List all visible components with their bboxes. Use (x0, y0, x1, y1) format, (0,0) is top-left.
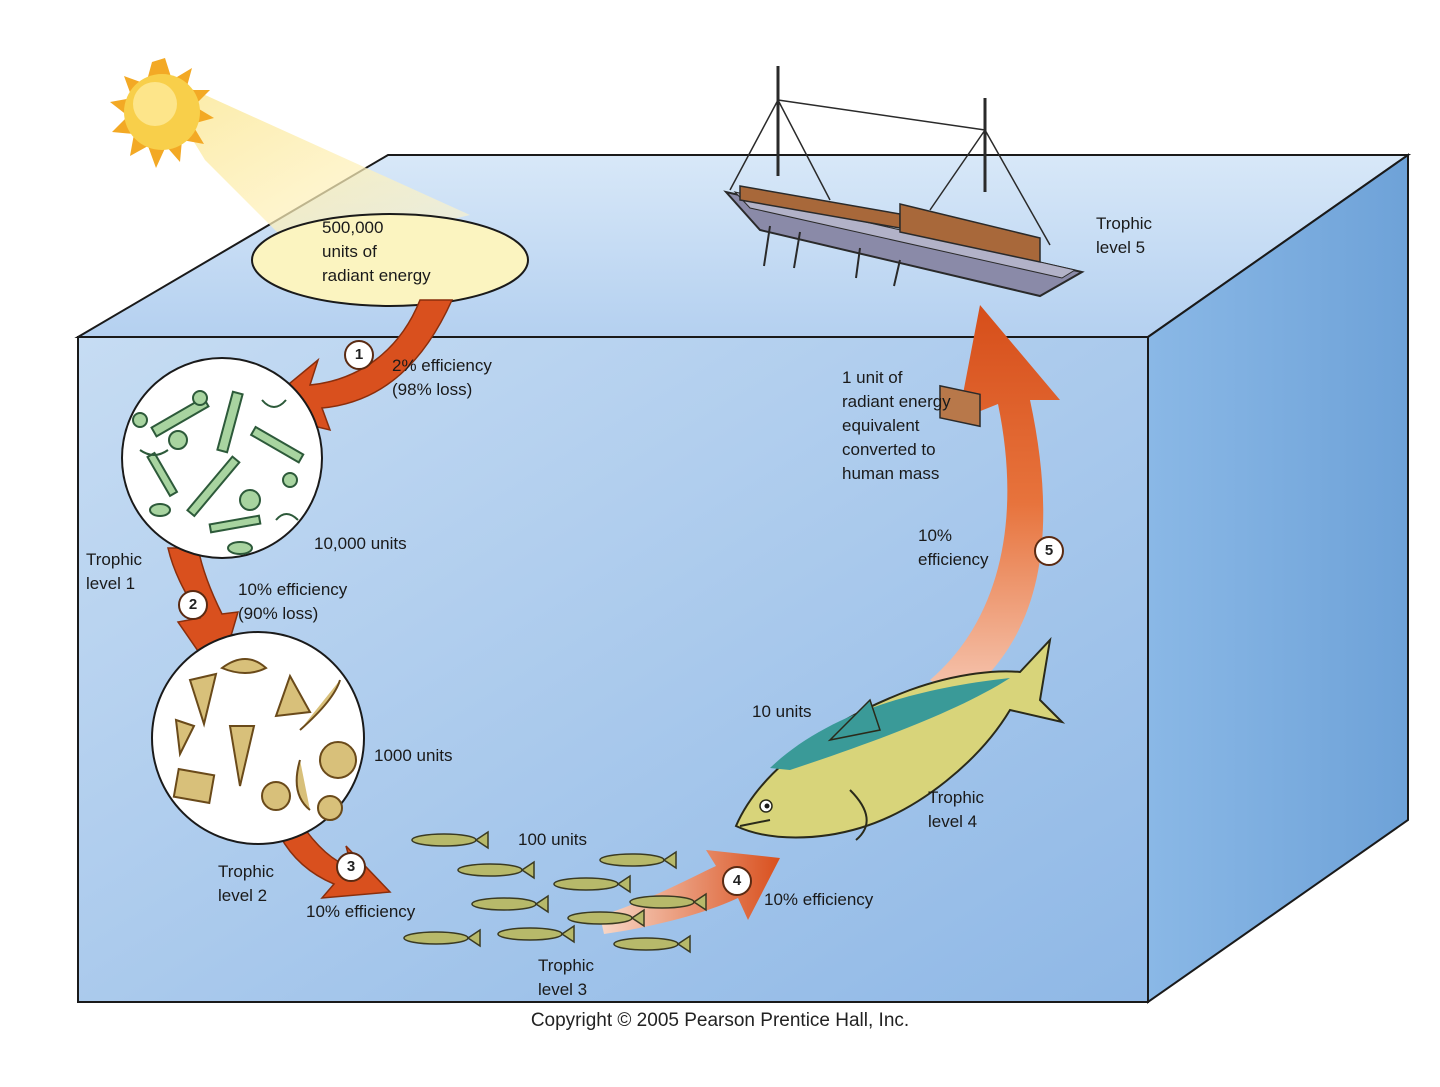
step3-efficiency-label: 10% efficiency (306, 902, 416, 921)
sun-energy-ellipse (251, 213, 529, 307)
step-5-badge: 5 (1034, 536, 1064, 566)
arrow-step-1 (253, 299, 454, 432)
step-4-badge: 4 (722, 866, 752, 896)
arrow-step-3 (279, 820, 392, 899)
level1-units-label: 10,000 units (314, 534, 407, 553)
level4-name-label: Trophic level 4 (928, 788, 985, 831)
level3-name-label: Trophic level 3 (538, 956, 595, 999)
zooplankton-circle (151, 631, 365, 845)
step2-efficiency-label: 10% efficiency (90% loss) (238, 580, 348, 623)
sun-energy-label: 500,000 units of radiant energy (322, 218, 431, 285)
step-2-badge: 2 (178, 590, 208, 620)
level3-units-label: 100 units (518, 830, 587, 849)
step-1-badge: 1 (344, 340, 374, 370)
copyright-notice: Copyright © 2005 Pearson Prentice Hall, … (530, 1010, 910, 1031)
sunbeam (150, 70, 470, 255)
level2-name-label: Trophic level 2 (218, 862, 275, 905)
level5-name-label: Trophic level 5 (1096, 214, 1153, 257)
level1-name-label: Trophic level 1 (86, 550, 143, 593)
small-fish-school (403, 830, 707, 954)
sun-icon (110, 58, 214, 168)
level2-units-label: 1000 units (374, 746, 453, 765)
step4-efficiency-label: 10% efficiency (764, 890, 874, 909)
step1-efficiency-label: 2% efficiency (98% loss) (392, 356, 492, 399)
level4-units-label: 10 units (752, 702, 812, 721)
tuna-fish (734, 636, 1066, 841)
final-units-label: 1 unit of radiant energy equivalent conv… (842, 368, 951, 483)
phytoplankton-circle (121, 357, 323, 559)
step-3-badge: 3 (336, 852, 366, 882)
step5-efficiency-label: 10% efficiency (918, 526, 989, 569)
fishing-ship (723, 66, 1085, 428)
